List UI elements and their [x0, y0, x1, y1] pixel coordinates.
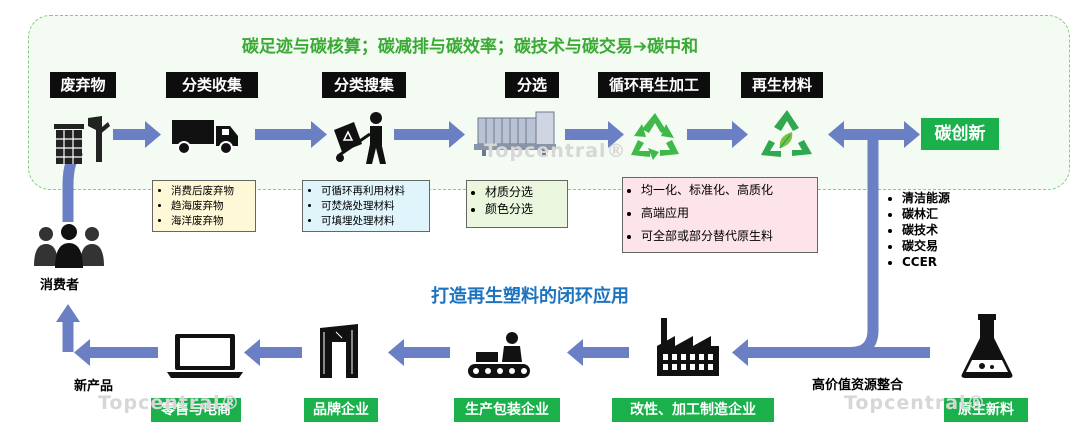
- list-item: CCER: [902, 254, 950, 270]
- truck-icon: [172, 120, 238, 155]
- list-item: 消费后废弃物: [171, 184, 249, 199]
- stage-sort-gather: 分类搜集: [322, 72, 406, 98]
- note-waste-types: 消费后废弃物 趋海废弃物 海洋废弃物: [152, 180, 256, 232]
- stage-waste: 废弃物: [50, 72, 116, 98]
- sorting-machine-icon: [474, 111, 556, 156]
- arrow-modify-to-packaging: [567, 339, 629, 366]
- flask-icon: [961, 314, 1013, 378]
- list-item: 碳技术: [902, 222, 950, 238]
- arrow-waste-to-collect: [113, 121, 161, 148]
- factory-icon: [657, 318, 719, 376]
- note-separation: 材质分选 颜色分选: [466, 180, 568, 228]
- list-item: 清洁能源: [902, 190, 950, 206]
- virgin-material-label: 原生新料: [944, 398, 1028, 422]
- list-item: 趋海废弃物: [171, 199, 249, 214]
- note-quality: 均一化、标准化、高质化 高端应用 可全部或部分替代原生料: [622, 177, 818, 253]
- note-materials: 可循环再利用材料 可焚烧处理材料 可填埋处理材料: [302, 180, 430, 232]
- retail-label: 零售与电商: [151, 398, 241, 422]
- center-title: 打造再生塑料的闭环应用: [431, 286, 629, 307]
- arrow-separation-to-process: [565, 121, 624, 148]
- watermark: Topcentral®: [484, 140, 627, 162]
- stage-separation: 分选: [505, 72, 559, 98]
- stage-sort-collect: 分类收集: [166, 72, 258, 98]
- arrow-packaging-to-brand: [388, 339, 450, 366]
- list-item: 海洋废弃物: [171, 214, 249, 229]
- arrow-brand-to-retail: [244, 339, 302, 366]
- list-item: 材质分选: [485, 184, 561, 201]
- modify-manufacture-label: 改性、加工制造企业: [612, 398, 774, 422]
- watermark: Topcentral®: [98, 392, 241, 414]
- stage-recycled-material: 再生材料: [741, 72, 823, 98]
- list-item: 可焚烧处理材料: [321, 199, 423, 214]
- list-item: 颜色分选: [485, 201, 561, 218]
- list-item: 可填埋处理材料: [321, 214, 423, 229]
- connector-material-down: [849, 134, 879, 358]
- stage-recycle-process: 循环再生加工: [598, 72, 710, 98]
- watermark: Topcentral®: [844, 392, 987, 414]
- recycle-icon: [631, 113, 679, 160]
- consumers-icon: [34, 224, 104, 268]
- new-product-label: 新产品: [74, 379, 114, 394]
- conveyor-icon: [468, 332, 530, 378]
- trash-bin-icon: [54, 116, 110, 164]
- packaging-label: 生产包装企业: [454, 398, 560, 422]
- arrow-to-new-product: [74, 339, 158, 366]
- hand-truck-icon: [334, 112, 386, 164]
- building-icon: [320, 324, 358, 378]
- carbon-items-list: 清洁能源 碳林汇 碳技术 碳交易 CCER: [888, 190, 950, 270]
- consumer-label: 消费者: [40, 278, 80, 293]
- carbon-innovation-label: 碳创新: [921, 118, 999, 150]
- carbon-neutral-zone: [28, 15, 1070, 190]
- arrowhead-to-consumer: [56, 304, 80, 322]
- arrow-collect-to-gather: [255, 121, 327, 148]
- list-item: 碳交易: [902, 238, 950, 254]
- laptop-icon: [167, 334, 243, 378]
- recycle-leaf-icon: [761, 110, 812, 157]
- list-item: 碳林汇: [902, 206, 950, 222]
- arrow-virgin-to-modify: [732, 339, 930, 366]
- list-item: 可全部或部分替代原生料: [641, 225, 811, 248]
- list-item: 高端应用: [641, 202, 811, 225]
- list-item: 可循环再利用材料: [321, 184, 423, 199]
- resource-integration-label: 高价值资源整合: [812, 378, 904, 393]
- list-item: 均一化、标准化、高质化: [641, 179, 811, 202]
- brand-label: 品牌企业: [304, 398, 378, 422]
- arrow-process-to-material: [687, 121, 748, 148]
- banner-title: 碳足迹与碳核算；碳减排与碳效率；碳技术与碳交易➔碳中和: [241, 37, 699, 57]
- arrow-gather-to-separation: [394, 121, 465, 148]
